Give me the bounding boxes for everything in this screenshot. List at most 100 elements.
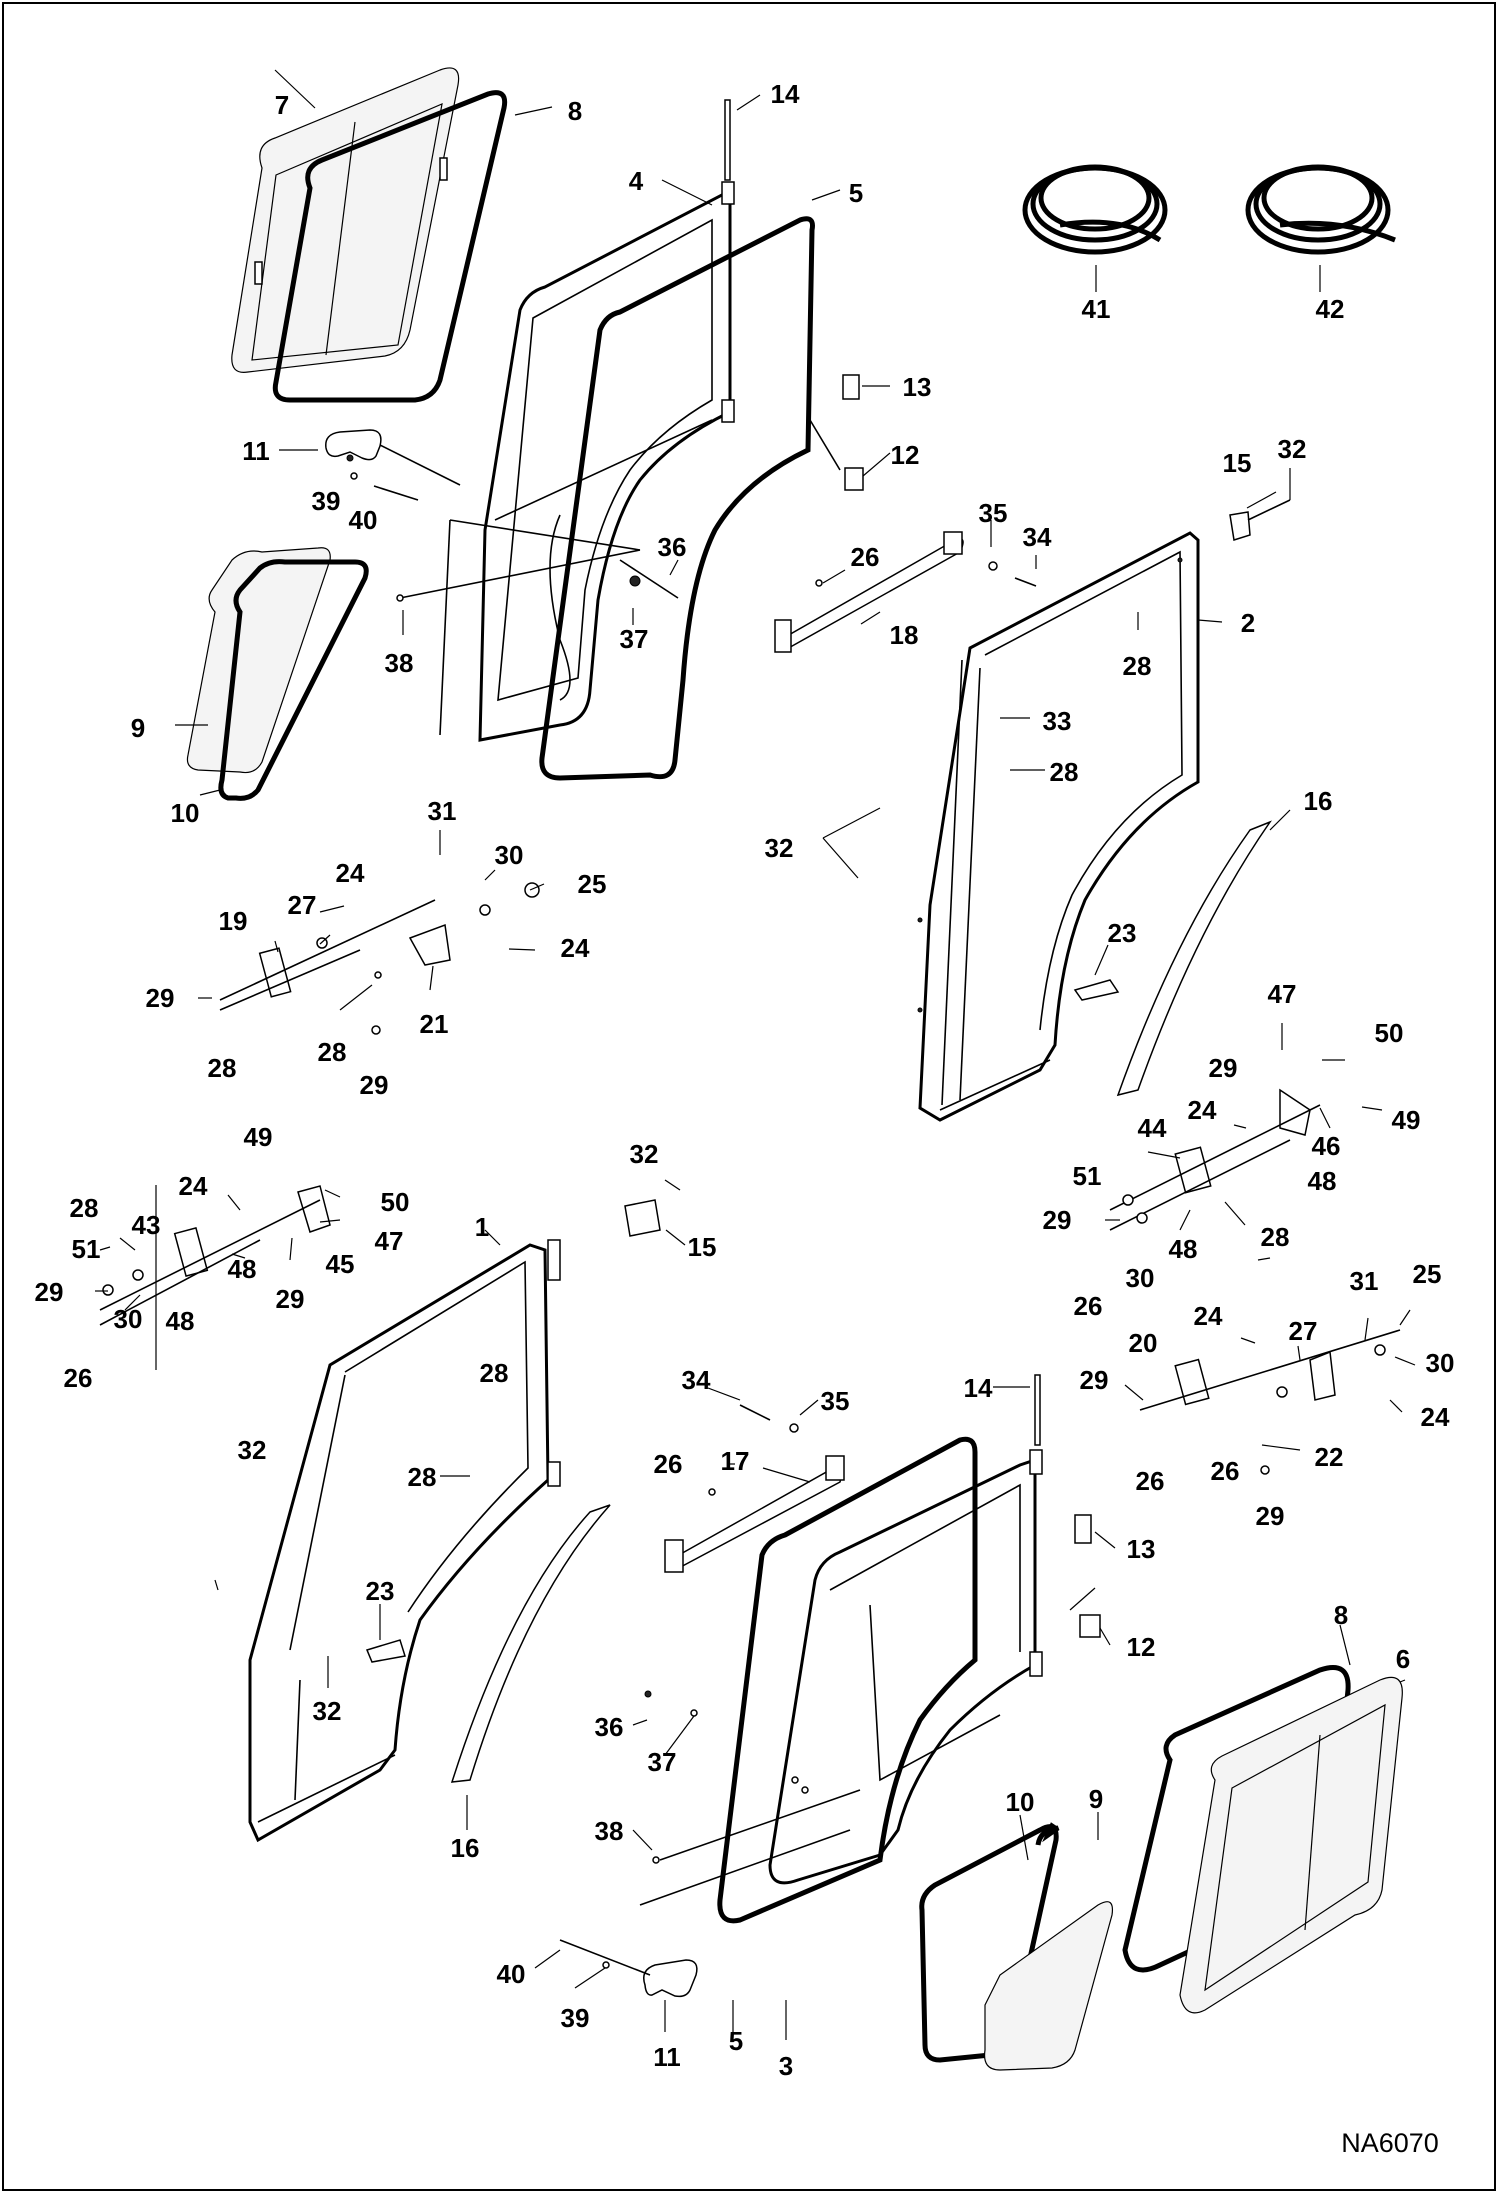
callout: 32 bbox=[313, 1696, 342, 1726]
door-window-9-10-lower bbox=[919, 1822, 1114, 2071]
callout: 13 bbox=[903, 372, 932, 402]
callout: 29 bbox=[1256, 1501, 1285, 1531]
door-window-9-10 bbox=[186, 547, 369, 801]
callout: 6 bbox=[1396, 1644, 1410, 1674]
callout: 47 bbox=[375, 1226, 404, 1256]
callout: 40 bbox=[497, 1959, 526, 1989]
latch-bar-18-upper bbox=[774, 531, 1037, 653]
callout: 29 bbox=[1080, 1365, 1109, 1395]
callout: 48 bbox=[1308, 1166, 1337, 1196]
callout: 23 bbox=[366, 1576, 395, 1606]
callout: 29 bbox=[276, 1284, 305, 1314]
callout: 36 bbox=[658, 532, 687, 562]
callout: 19 bbox=[219, 906, 248, 936]
callout: 26 bbox=[1211, 1456, 1240, 1486]
callout: 38 bbox=[385, 648, 414, 678]
callout: 12 bbox=[891, 440, 920, 470]
door-seal-5 bbox=[539, 216, 815, 781]
callout: 25 bbox=[578, 869, 607, 899]
callout: 39 bbox=[312, 486, 341, 516]
callout: 5 bbox=[729, 2026, 743, 2056]
coil-seal-41 bbox=[1022, 164, 1168, 255]
callout: 38 bbox=[595, 1816, 624, 1846]
callout: 40 bbox=[349, 505, 378, 535]
bracket-23-lower bbox=[365, 1639, 406, 1663]
callout: 47 bbox=[1268, 979, 1297, 1009]
callout: 34 bbox=[1023, 522, 1052, 552]
callout: 25 bbox=[1413, 1259, 1442, 1289]
callout: 8 bbox=[1334, 1600, 1348, 1630]
callout: 32 bbox=[765, 833, 794, 863]
callout: 32 bbox=[1278, 434, 1307, 464]
callout: 4 bbox=[629, 166, 644, 196]
callout: 31 bbox=[1350, 1266, 1379, 1296]
callout: 24 bbox=[179, 1171, 208, 1201]
callout: 30 bbox=[1126, 1263, 1155, 1293]
misc-hardware-lower bbox=[644, 1690, 861, 1864]
callout: 50 bbox=[381, 1187, 410, 1217]
hinge-12-13-upper bbox=[809, 374, 864, 491]
callout: 44 bbox=[1138, 1113, 1167, 1143]
frame-strip-16-lower bbox=[450, 1504, 611, 1783]
callout: 28 bbox=[208, 1053, 237, 1083]
callout: 49 bbox=[244, 1122, 273, 1152]
callout: 28 bbox=[70, 1193, 99, 1223]
callout: 28 bbox=[408, 1462, 437, 1492]
callout: 26 bbox=[851, 542, 880, 572]
callout: 29 bbox=[35, 1277, 64, 1307]
callout: 15 bbox=[1223, 448, 1252, 478]
callout: 22 bbox=[1315, 1442, 1344, 1472]
callout: 49 bbox=[1392, 1105, 1421, 1135]
callout: 15 bbox=[688, 1232, 717, 1262]
sliding-window-7 bbox=[231, 67, 460, 373]
leader-lines bbox=[95, 69, 1416, 2040]
callout: 37 bbox=[620, 624, 649, 654]
callout: 29 bbox=[146, 983, 175, 1013]
hinge-assembly-20-22 bbox=[1139, 1329, 1401, 1475]
callout: 16 bbox=[1304, 786, 1333, 816]
callout: 32 bbox=[238, 1435, 267, 1465]
callout: 17 bbox=[721, 1446, 750, 1476]
window-seal-8 bbox=[272, 90, 508, 403]
side-frame-2 bbox=[917, 531, 1200, 1122]
callout: 36 bbox=[595, 1712, 624, 1742]
callout: 45 bbox=[326, 1249, 355, 1279]
callout: 28 bbox=[480, 1358, 509, 1388]
hinge-assembly-44 bbox=[1109, 1088, 1321, 1231]
callout: 50 bbox=[1375, 1018, 1404, 1048]
callout: 30 bbox=[1426, 1348, 1455, 1378]
callout: 26 bbox=[64, 1363, 93, 1393]
callout: 48 bbox=[228, 1254, 257, 1284]
pin-14-lower bbox=[1034, 1374, 1041, 1446]
frame-strip-16-upper bbox=[1116, 820, 1273, 1097]
callout: 27 bbox=[1289, 1316, 1318, 1346]
callout: 29 bbox=[1043, 1205, 1072, 1235]
bracket-23-upper bbox=[1073, 979, 1120, 1001]
door-handle-11-upper bbox=[325, 429, 461, 501]
callout: 30 bbox=[495, 840, 524, 870]
callout: 8 bbox=[568, 96, 582, 126]
callout: 24 bbox=[1188, 1095, 1217, 1125]
callout: 39 bbox=[561, 2003, 590, 2033]
door-frame-3 bbox=[768, 1449, 1043, 1885]
callout: 21 bbox=[420, 1009, 449, 1039]
drawing-code: NA6070 bbox=[1341, 2128, 1439, 2158]
callout: 26 bbox=[654, 1449, 683, 1479]
callout: 11 bbox=[653, 2042, 681, 2072]
callout: 7 bbox=[275, 90, 289, 120]
hinge-15-upper bbox=[1229, 499, 1291, 541]
callout: 29 bbox=[360, 1070, 389, 1100]
callout: 31 bbox=[428, 796, 457, 826]
callout: 51 bbox=[1073, 1161, 1102, 1191]
hinge-15-lower bbox=[624, 1199, 661, 1237]
callout: 28 bbox=[1050, 757, 1079, 787]
callout: 24 bbox=[1421, 1402, 1450, 1432]
door-handle-11-lower bbox=[559, 1829, 851, 1998]
callout: 30 bbox=[114, 1304, 143, 1334]
callout: 24 bbox=[336, 858, 365, 888]
pin-14-upper bbox=[724, 99, 731, 181]
callout: 41 bbox=[1082, 294, 1111, 324]
callout: 5 bbox=[849, 178, 863, 208]
callout: 1 bbox=[475, 1212, 489, 1242]
